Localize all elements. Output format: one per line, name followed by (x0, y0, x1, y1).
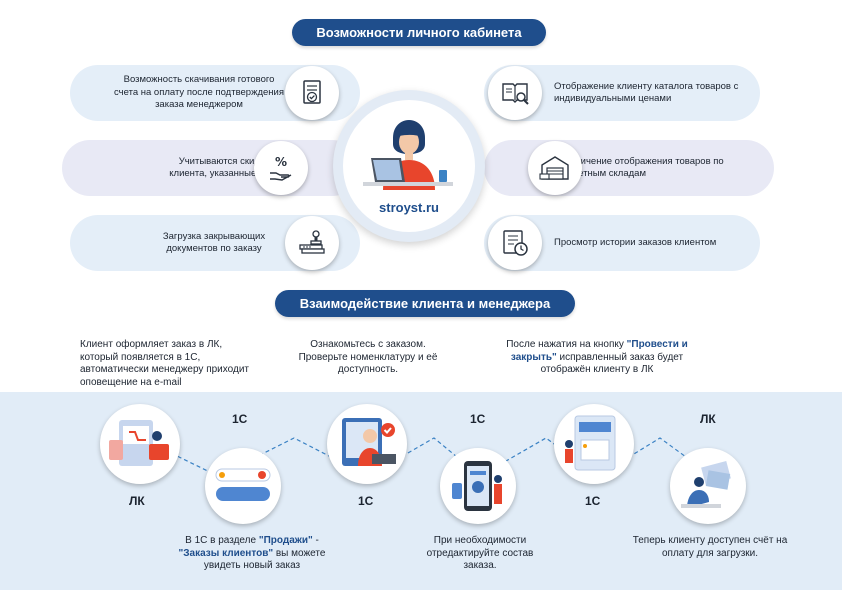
feature-text: Просмотр истории заказов клиентом (554, 236, 717, 248)
step-edit-order (440, 448, 516, 524)
catalog-search-icon (488, 66, 542, 120)
step-post-and-close (554, 404, 634, 484)
stamp-documents-icon (285, 216, 339, 270)
note-client-order: Клиент оформляет заказ в ЛК, который поя… (80, 339, 249, 388)
step-invoice-available (670, 448, 746, 524)
site-url: stroyst.ru (379, 200, 439, 215)
warehouse-icon (528, 141, 582, 195)
step-label-1c-4: 1С (585, 494, 601, 508)
features-title: Возможности личного кабинета (292, 19, 546, 46)
feature-text: Загрузка закрывающих документов по заказ… (162, 230, 266, 254)
step-manager-review (327, 404, 407, 484)
interaction-title: Взаимодействие клиента и менеджера (275, 290, 575, 317)
center-inner: stroyst.ru (343, 100, 475, 232)
invoice-check-icon (285, 66, 339, 120)
post-close-button-name: "Провести и закрыть" (510, 339, 688, 363)
feature-text: Возможность скачивания готового счета на… (114, 74, 284, 111)
note-invoice-available: Теперь клиенту доступен счёт на оплату д… (632, 535, 788, 559)
note-sales-section: В 1С в разделе "Продажи" - "Заказы клиен… (178, 535, 326, 571)
person-at-laptop-illustration (363, 120, 453, 190)
step-label-lk-2: ЛК (700, 412, 716, 426)
center-logo-circle: stroyst.ru (333, 90, 485, 242)
note-edit-order: При необходимости отредактируйте состав … (426, 535, 534, 571)
step-label-1c-2: 1С (358, 494, 374, 508)
client-orders-section-name: "Заказы клиентов" (178, 547, 274, 559)
order-history-icon (488, 216, 542, 270)
feature-text: Ограничение отображения товаров по конкр… (554, 155, 724, 179)
step-1c-orders-list (205, 448, 281, 524)
step-client-cabinet (100, 404, 180, 484)
note-post-close: После нажатия на кнопку "Провести и закр… (506, 339, 688, 375)
feature-client-discounts: Учитываются скидки клиента, указанные в … (62, 140, 360, 196)
step-label-lk-1: ЛК (129, 494, 145, 508)
feature-text: Учитываются скидки клиента, указанные в … (169, 155, 279, 179)
step-label-1c-1: 1С (232, 412, 248, 426)
sales-section-name: "Продажи" (258, 535, 313, 546)
feature-text: Отображение клиенту каталога товаров с и… (554, 80, 739, 104)
note-review-order: Ознакомьтесь с заказом. Проверьте номенк… (298, 339, 438, 375)
step-label-1c-3: 1С (470, 412, 486, 426)
discount-hand-icon: % (254, 141, 308, 195)
svg-text:%: % (275, 155, 287, 169)
